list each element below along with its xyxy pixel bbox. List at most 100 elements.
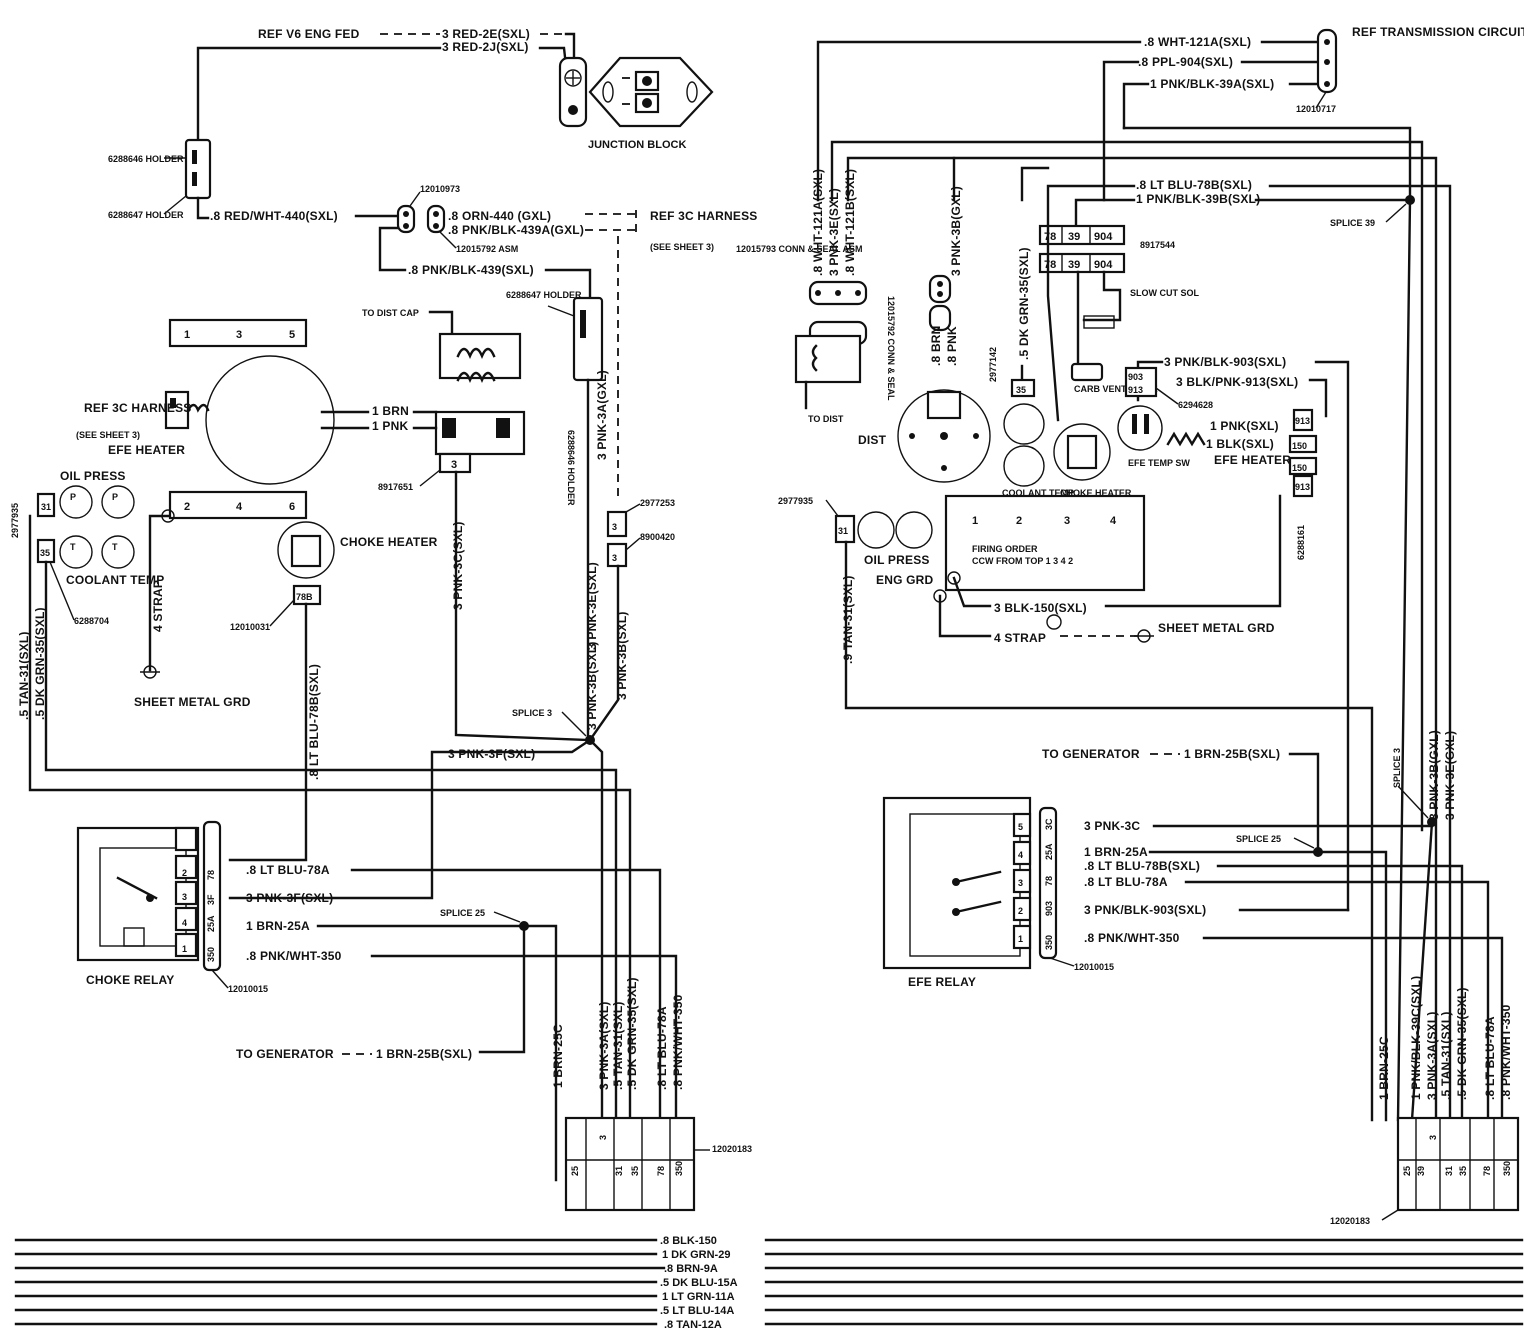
junction-block-label: JUNCTION BLOCK (588, 139, 686, 151)
wire-pnk-blk-439: .8 PNK/BLK-439(SXL) (408, 263, 534, 277)
choke-relay: 2 3 4 1 78 3F 25A 350 CHOKE RELAY 120100… (76, 820, 678, 1182)
part-2977253: 2977253 (640, 498, 675, 508)
wire-pnk-wht-350-v: .8 PNK/WHT-350 (671, 994, 685, 1090)
wire-brn-25b-r: 1 BRN-25B(SXL) (1184, 747, 1280, 761)
bus-lt-grn-11a: 1 LT GRN-11A (662, 1291, 735, 1303)
splice-39-dot (1405, 195, 1415, 205)
conn-right-78: 78 (1482, 1166, 1492, 1176)
ref-3c-harness-left: REF 3C HARNESS (84, 401, 191, 415)
efe-cav-78: 78 (1044, 876, 1054, 886)
to-generator-left: TO GENERATOR (236, 1047, 334, 1061)
wire-pnk-blk-39b: 1 PNK/BLK-39B(SXL) (1136, 192, 1260, 206)
wire-1-blk-sxl: 1 BLK(SXL) (1206, 437, 1274, 451)
wire-pnk-wht-350-r: .8 PNK/WHT-350 (1084, 931, 1180, 945)
wire-brn-25b-left: 1 BRN-25B(SXL) (376, 1047, 472, 1061)
choke-relay-label: CHOKE RELAY (86, 973, 174, 987)
wire-red-2j: 3 RED-2J(SXL) (442, 40, 529, 54)
p-icon: P (70, 492, 76, 502)
part-6288161: 6288161 (1296, 525, 1306, 560)
holder-6288646b: 6288646 HOLDER (566, 430, 576, 506)
conn-left-78: 78 (656, 1166, 666, 1176)
part-2977935-left: 2977935 (10, 503, 20, 538)
conn-right-35: 35 (1458, 1166, 1468, 1176)
choke-heater-r-label: CHOKE HEATER (1060, 488, 1132, 498)
bus-dk-blu-15a: .5 DK BLU-15A (660, 1277, 738, 1289)
wire-pnk-3a-r: 3 PNK-3A(SXL) (1425, 1011, 1439, 1100)
wire-pnk-3f: 3 PNK-3F(SXL) (448, 747, 535, 761)
block-bot-904: 904 (1094, 259, 1113, 271)
wire-brn-25a-r: 1 BRN-25A (1084, 845, 1148, 859)
wire-brn-25a-left: 1 BRN-25A (246, 919, 310, 933)
efe-cav-903: 903 (1044, 901, 1054, 916)
efe-pin-3: 3 (1018, 878, 1023, 888)
dist-circle (897, 389, 991, 483)
efe-pin-5: 5 (1018, 822, 1023, 832)
block-top-39: 39 (1068, 231, 1080, 243)
slow-cut-sol-label: SLOW CUT SOL (1130, 288, 1199, 298)
block-bot-39: 39 (1068, 259, 1080, 271)
cav-913-c: 913 (1295, 482, 1310, 492)
block-top-78: 78 (1044, 231, 1056, 243)
wire-tan-31-r2: .5 TAN-31(SXL) (1439, 1011, 1453, 1100)
eng-grd-label: ENG GRD (876, 573, 934, 587)
t-icon: T (70, 542, 76, 552)
efe-relay: TO GENERATOR 1 BRN-25B(SXL) 5 4 3 2 1 3C… (882, 747, 1504, 1122)
relay-cav-3f: 3F (206, 894, 216, 905)
ref-v6-feed: REF V6 ENG FED 3 RED-2E(SXL) 3 RED-2J(SX… (196, 27, 714, 151)
to-generator-r: TO GENERATOR (1042, 747, 1140, 761)
relay-pin-3: 3 (182, 892, 187, 902)
wire-dk-grn-35-v: .5 DK GRN-35(SXL) (625, 977, 639, 1090)
conn-right-31: 31 (1444, 1166, 1454, 1176)
splice39-label: SPLICE 39 (1330, 218, 1375, 228)
splice3-left-label: SPLICE 3 (512, 708, 552, 718)
efe-cav-25a: 25A (1044, 843, 1054, 860)
oil-press-right: 2977935 31 OIL PRESS .9 TAN-31(SXL) (778, 496, 1374, 1122)
wire-pnk-3e-r: 3 PNK-3E(GXL) (1443, 731, 1457, 820)
wire-pnk-blk-903: 3 PNK/BLK-903(SXL) (1164, 355, 1286, 369)
wire-pnk-wht-350-left: .8 PNK/WHT-350 (246, 949, 342, 963)
wire-pnk-3a: 3 PNK-3A(GXL) (595, 370, 609, 460)
wire-wht-121b-v: .8 WHT-121B(SXL) (843, 169, 857, 276)
wire-tan-31-v: .5 TAN-31(SXL) (611, 1001, 625, 1090)
wire-dk-grn-35-r2: .5 DK GRN-35(SXL) (1455, 987, 1469, 1100)
wire-1-pnk-sxl: 1 PNK(SXL) (1210, 419, 1279, 433)
efe-heater-r-label: EFE HEATER (1214, 453, 1291, 467)
splice3-r-label: SPLICE 3 (1392, 748, 1402, 788)
conn-12015793-label: 12015793 CONN & SEAL ASM (736, 244, 863, 254)
ref-transmission-label: REF TRANSMISSION CIRCUIT WITH SPEED SENS… (1352, 25, 1524, 39)
conn-right-39: 39 (1416, 1166, 1426, 1176)
wire-lt-blu-78a-left: .8 LT BLU-78A (246, 863, 330, 877)
wire-lt-blu-78a-v: .8 LT BLU-78A (655, 1006, 669, 1090)
wire-wht-121a: .8 WHT-121A(SXL) (1144, 35, 1251, 49)
efe-temp-sw-label: EFE TEMP SW (1128, 458, 1190, 468)
block-top-904: 904 (1094, 231, 1113, 243)
cav-3-b: 3 (612, 553, 617, 563)
heater-disk (205, 355, 335, 485)
pin-top-1: 1 (184, 329, 190, 341)
cav-78b-left: 78B (296, 592, 313, 602)
ref-v6-label: REF V6 ENG FED (258, 27, 360, 41)
see-sheet3-top: (SEE SHEET 3) (650, 242, 714, 252)
relay-pin-4: 4 (182, 918, 187, 928)
efe-pin-4: 4 (1018, 850, 1023, 860)
carb-vent-valve-label: CARB VENT VALVE (1074, 384, 1158, 394)
wire-tan-31-r: .9 TAN-31(SXL) (841, 575, 855, 664)
cav-35-left: 35 (40, 548, 50, 558)
fuse-holder-center: 6288647 HOLDER 6288646 HOLDER (506, 290, 604, 742)
efe-pin-2: 2 (1018, 906, 1023, 916)
cav-913: 913 (1128, 385, 1143, 395)
wire-brn-25c-r: 1 BRN-25C (1377, 1036, 1391, 1100)
splice-25-r-dot (1313, 847, 1323, 857)
wire-red-wht-440: .8 RED/WHT-440(SXL) (210, 209, 338, 223)
dist-label: DIST (858, 433, 887, 447)
conn-left-350: 350 (674, 1161, 684, 1176)
coil-assembly: TO DIST CAP 1 BRN 1 PNK 3 8917651 (320, 308, 590, 742)
choke-heater-left-label: CHOKE HEATER (340, 535, 438, 549)
efe-cav-350: 350 (1044, 935, 1054, 950)
part-12020183-left: 12020183 (712, 1144, 752, 1154)
coolant-temp-left-label: COOLANT TEMP (66, 573, 164, 587)
wire-lt-blu-78b-left: .8 LT BLU-78B(SXL) (307, 664, 321, 780)
to-dist-cap-label: TO DIST CAP (362, 308, 419, 318)
distributor-right: DIST COOLANT TEMP CHOKE HEATER CARB VENT… (858, 224, 1158, 498)
wire-pnk-3a-v: 3 PNK-3A(SXL) (597, 1001, 611, 1090)
